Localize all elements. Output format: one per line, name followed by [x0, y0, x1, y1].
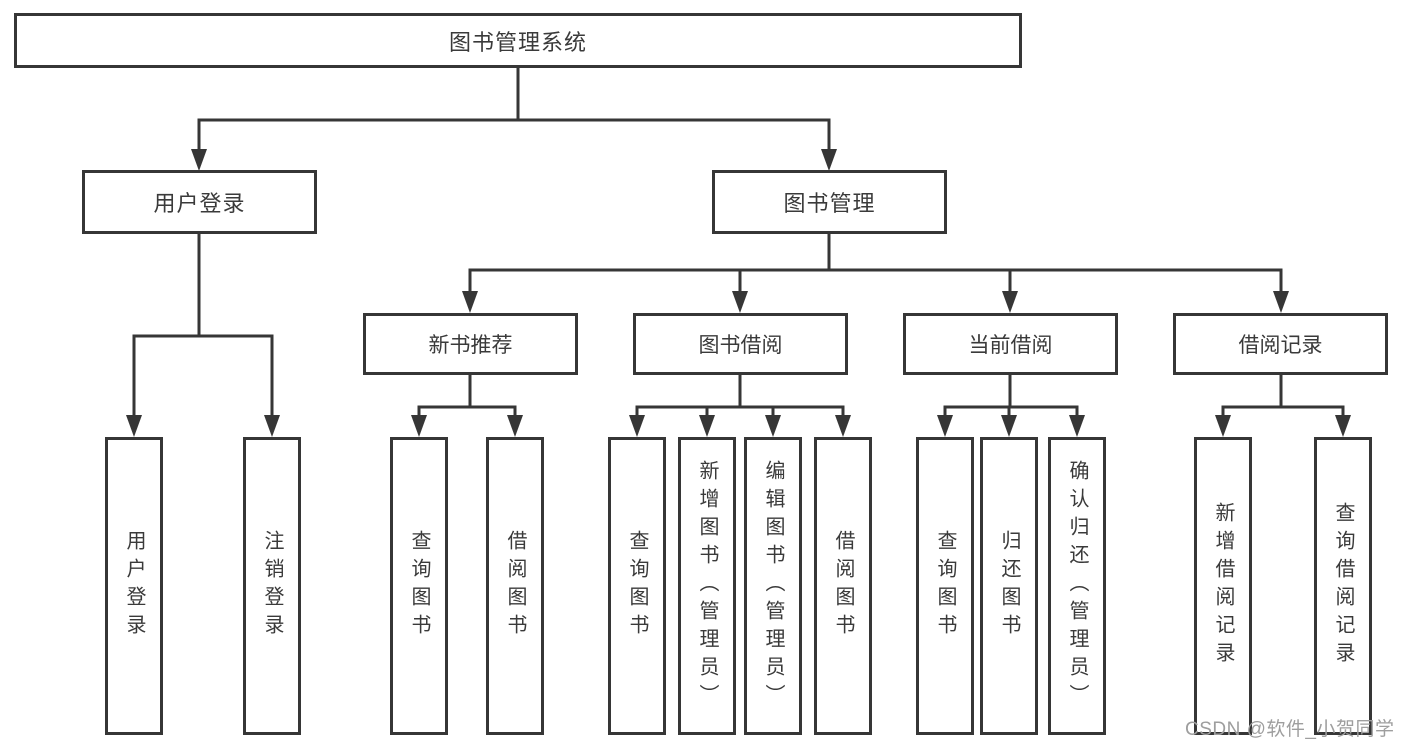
- node-book-management: 图书管理: [712, 170, 947, 234]
- leaf-logout: 注销登录: [243, 437, 301, 735]
- node-label: 用户登录: [153, 191, 246, 216]
- leaf-query-books-borrow: 查询图书: [608, 437, 666, 735]
- node-label: 借阅记录: [1238, 334, 1323, 357]
- node-label: 查询图书: [408, 530, 430, 642]
- leaf-borrow-books: 借阅图书: [814, 437, 872, 735]
- node-label: 确认归还（管理员）: [1066, 460, 1088, 712]
- leaf-add-books-admin: 新增图书（管理员）: [678, 437, 736, 735]
- watermark-text: CSDN @软件_小贺同学: [1185, 719, 1395, 740]
- leaf-edit-books-admin: 编辑图书（管理员）: [744, 437, 802, 735]
- node-user-login: 用户登录: [82, 170, 317, 234]
- node-book-borrowing: 图书借阅: [633, 313, 848, 375]
- node-label: 用户登录: [123, 530, 145, 642]
- node-borrowing-records: 借阅记录: [1173, 313, 1388, 375]
- node-label: 图书管理系统: [448, 29, 587, 55]
- node-label: 借阅图书: [504, 530, 526, 642]
- node-label: 归还图书: [998, 530, 1020, 642]
- node-label: 当前借阅: [968, 334, 1053, 357]
- leaf-add-borrow-record: 新增借阅记录: [1194, 437, 1252, 735]
- node-label: 注销登录: [261, 530, 283, 642]
- leaf-query-borrow-record: 查询借阅记录: [1314, 437, 1372, 735]
- node-label: 新增借阅记录: [1212, 502, 1234, 670]
- node-label: 查询图书: [626, 530, 648, 642]
- leaf-confirm-return-admin: 确认归还（管理员）: [1048, 437, 1106, 735]
- leaf-return-books: 归还图书: [980, 437, 1038, 735]
- node-label: 新增图书（管理员）: [696, 460, 718, 712]
- leaf-borrow-books-recommend: 借阅图书: [486, 437, 544, 735]
- node-label: 查询借阅记录: [1332, 502, 1354, 670]
- node-label: 查询图书: [934, 530, 956, 642]
- leaf-query-books-recommend: 查询图书: [390, 437, 448, 735]
- node-label: 编辑图书（管理员）: [762, 460, 784, 712]
- leaf-query-books-current: 查询图书: [916, 437, 974, 735]
- node-current-borrowing: 当前借阅: [903, 313, 1118, 375]
- node-new-book-recommendation: 新书推荐: [363, 313, 578, 375]
- node-label: 新书推荐: [428, 334, 513, 357]
- node-label: 借阅图书: [832, 530, 854, 642]
- node-label: 图书借阅: [698, 334, 783, 357]
- leaf-user-login: 用户登录: [105, 437, 163, 735]
- node-book-management-system: 图书管理系统: [14, 13, 1022, 68]
- node-label: 图书管理: [783, 191, 876, 216]
